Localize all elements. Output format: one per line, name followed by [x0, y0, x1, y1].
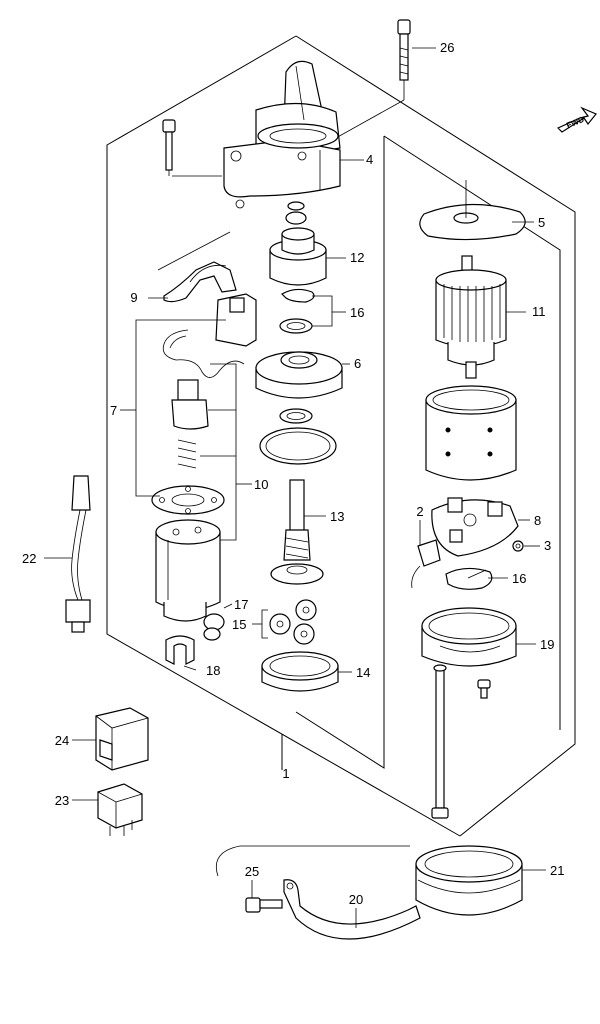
- brush-lead-2: [411, 520, 441, 589]
- solenoid-body: [155, 519, 221, 622]
- callout-15: 15: [232, 617, 246, 632]
- callout-3: 3: [544, 538, 551, 553]
- screw-small: [477, 679, 491, 699]
- callout-2: 2: [416, 504, 423, 519]
- assembly-outline: [106, 35, 576, 837]
- callout-7: 7: [110, 403, 117, 418]
- callout-26: 26: [440, 40, 454, 55]
- callout-5: 5: [538, 215, 545, 230]
- bolt-upper-left: [162, 119, 222, 177]
- clamp-18: [165, 635, 195, 665]
- planetary-gears-15: [269, 599, 317, 645]
- callout-25: 25: [245, 864, 259, 879]
- gear-cover-6: [255, 351, 343, 424]
- drive-housing-4: [223, 60, 341, 209]
- callout-6: 6: [354, 356, 361, 371]
- callout-12: 12: [350, 250, 364, 265]
- callout-18: 18: [206, 663, 220, 678]
- callout-20: 20: [349, 892, 363, 907]
- solenoid-kit-7: [151, 293, 257, 515]
- callout-19: 19: [540, 637, 554, 652]
- armature-11: [435, 255, 507, 379]
- through-bolt: [431, 664, 449, 819]
- fwd-label: FWD: [565, 115, 585, 130]
- fitting-17: [203, 613, 225, 641]
- callout-10: 10: [254, 477, 268, 492]
- washer-16-lower: [445, 567, 493, 590]
- callout-11: 11: [532, 304, 546, 319]
- callout-8: 8: [534, 513, 541, 528]
- callout-13: 13: [330, 509, 344, 524]
- callout-24: 24: [55, 733, 69, 748]
- brush-plate-clip-9: [163, 261, 237, 303]
- fwd-direction-badge: FWD: [556, 106, 597, 133]
- rubber-grommet-21: [415, 845, 523, 916]
- callout-16: 16: [350, 305, 364, 320]
- callout-1: 1: [282, 766, 289, 781]
- pinion-shaft-13: [270, 479, 324, 585]
- mounting-band-20: [215, 845, 421, 940]
- rear-cover-19: [421, 607, 517, 667]
- callout-14: 14: [356, 665, 370, 680]
- callout-17: 17: [234, 597, 248, 612]
- relay-24: [95, 707, 149, 771]
- brush-holder-8: [431, 497, 519, 557]
- pinion-gear-12: [269, 201, 327, 286]
- end-plate-5: [419, 180, 526, 241]
- bolt-25: [245, 880, 283, 913]
- yoke-housing: [425, 385, 517, 481]
- callout-16-lower: 16: [512, 571, 526, 586]
- relay-23: [97, 783, 143, 836]
- callout-9: 9: [130, 290, 137, 305]
- gasket-ring: [259, 427, 337, 465]
- callout-23: 23: [55, 793, 69, 808]
- nut-3: [512, 540, 524, 552]
- callout-4: 4: [366, 152, 373, 167]
- callout-21: 21: [550, 863, 564, 878]
- callout-22: 22: [22, 551, 36, 566]
- internal-gear-14: [261, 651, 339, 692]
- wire-lead-22: [65, 475, 91, 633]
- snap-ring-16: [279, 288, 315, 334]
- callout-labels: 1 2 3 4 5 6 7 8 9 10 11 12 13 14 15 16 1…: [22, 40, 564, 907]
